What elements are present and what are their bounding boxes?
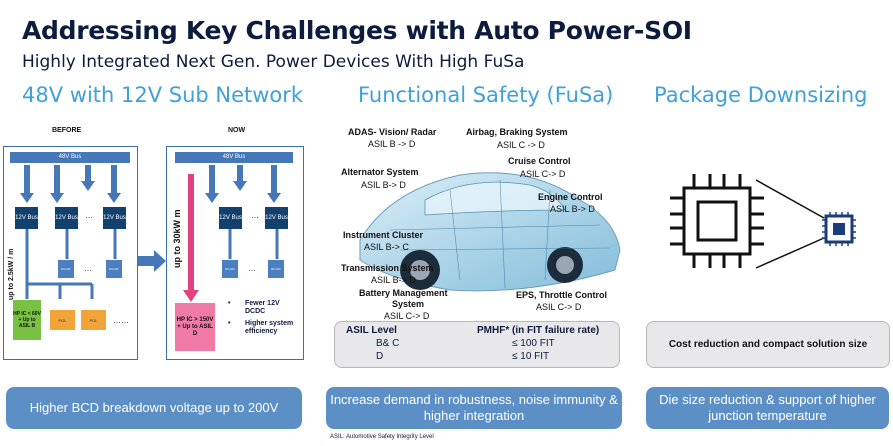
sys-alternator: Alternator System (341, 167, 419, 177)
sys-engine: Engine Control (538, 192, 603, 202)
right-footer-pill: Die size reduction & support of higher j… (646, 387, 889, 429)
sys-adas: ADAS- Vision/ Radar (348, 127, 437, 137)
transition-arrow (138, 250, 166, 272)
before-arrows (20, 165, 121, 203)
now-bullet-2: • (228, 320, 231, 327)
sys-eps: EPS, Throttle Control (516, 290, 607, 300)
now-dcdc-2: DC-DC (268, 260, 284, 278)
sys-instrument: Instrument Cluster (343, 230, 424, 240)
asil-row-2-level: D (376, 351, 384, 362)
now-connectors (228, 229, 279, 259)
now-ellipsis-2: … (248, 264, 256, 273)
before-connectors (25, 229, 117, 299)
sys-battery-level: ASIL C-> D (384, 311, 430, 321)
sys-battery-2: System (392, 299, 425, 309)
before-ellipsis-2: … (84, 264, 92, 273)
before-label: BEFORE (52, 127, 82, 134)
sys-transmission-level: ASIL B-> D (371, 275, 416, 285)
sys-adas-level: ASIL B -> D (368, 139, 416, 149)
chip-icon (670, 174, 856, 269)
now-arrows (205, 165, 281, 203)
before-node-2: 12V Bus (55, 207, 78, 229)
sys-battery: Battery Management (359, 288, 448, 298)
before-node-3: 12V Bus (103, 207, 126, 229)
asil-row-2-value: ≤ 10 FIT (512, 351, 550, 362)
before-48v-bus: 48V Bus (10, 152, 130, 163)
now-ellipsis: … (251, 211, 259, 220)
now-48v-bus: 48V Bus (175, 152, 293, 163)
page-title: Addressing Key Challenges with Auto Powe… (22, 16, 692, 45)
heading-fusa: Functional Safety (FuSa) (358, 83, 614, 107)
now-bullet-2-text: Higher system efficiency (245, 320, 294, 335)
pmhf-col-header: PMHF* (in FIT failure rate) (477, 325, 600, 336)
left-footer-pill: Higher BCD breakdown voltage up to 200V (6, 387, 302, 429)
before-node-1: 12V Bus (15, 207, 38, 229)
page-subtitle: Highly Integrated Next Gen. Power Device… (22, 52, 525, 72)
asil-footnote: ASIL: Automotive Safety Integrity Level (330, 434, 434, 440)
sys-eps-level: ASIL C-> D (536, 302, 582, 312)
asil-row-1-level: B& C (376, 338, 400, 349)
before-side-label: up to 2.5kW / m (8, 248, 15, 300)
now-bullet-1: • (228, 300, 231, 307)
car-illustration (359, 172, 621, 292)
asil-col-header: ASIL Level (346, 325, 397, 336)
before-ellipsis-3: …… (113, 316, 129, 325)
sys-cruise: Cruise Control (508, 156, 571, 166)
now-power-arrow (183, 174, 199, 302)
sys-airbag-level: ASIL C -> D (497, 140, 545, 150)
now-dcdc-1: DC-DC (222, 260, 238, 278)
sys-engine-level: ASIL B-> D (550, 204, 595, 214)
now-side-label: up to 30kW m (172, 209, 182, 268)
now-label: NOW (228, 127, 246, 134)
heading-package: Package Downsizing (654, 83, 868, 107)
sys-airbag: Airbag, Braking System (466, 127, 568, 137)
sys-instrument-level: ASIL B-> C (364, 242, 409, 252)
heading-48v: 48V with 12V Sub Network (22, 83, 304, 107)
before-pol-1: POL (50, 310, 75, 330)
sys-transmission: Transmission System (341, 263, 434, 273)
asil-table (334, 321, 620, 368)
before-pol-2: POL (81, 310, 106, 330)
before-dcdc-2: DC-DC (106, 260, 122, 278)
now-node-2: 12V Bus (265, 207, 288, 229)
right-note: Cost reduction and compact solution size (646, 321, 890, 368)
now-hpic: HP IC > 150V + Up to ASIL D (175, 303, 215, 351)
before-dcdc-1: DC-DC (58, 260, 74, 278)
now-node-1: 12V Bus (219, 207, 242, 229)
before-hpic: HP IC < 60V + Up to ASIL B (13, 300, 41, 340)
asil-row-1-value: ≤ 100 FIT (512, 338, 555, 349)
before-ellipsis: … (85, 211, 93, 220)
now-bullet-1-text: Fewer 12V DCDC (245, 300, 280, 315)
sys-cruise-level: ASIL C-> D (520, 169, 566, 179)
middle-footer-pill: Increase demand in robustness, noise imm… (326, 387, 622, 429)
sys-alternator-level: ASIL B-> D (361, 180, 406, 190)
